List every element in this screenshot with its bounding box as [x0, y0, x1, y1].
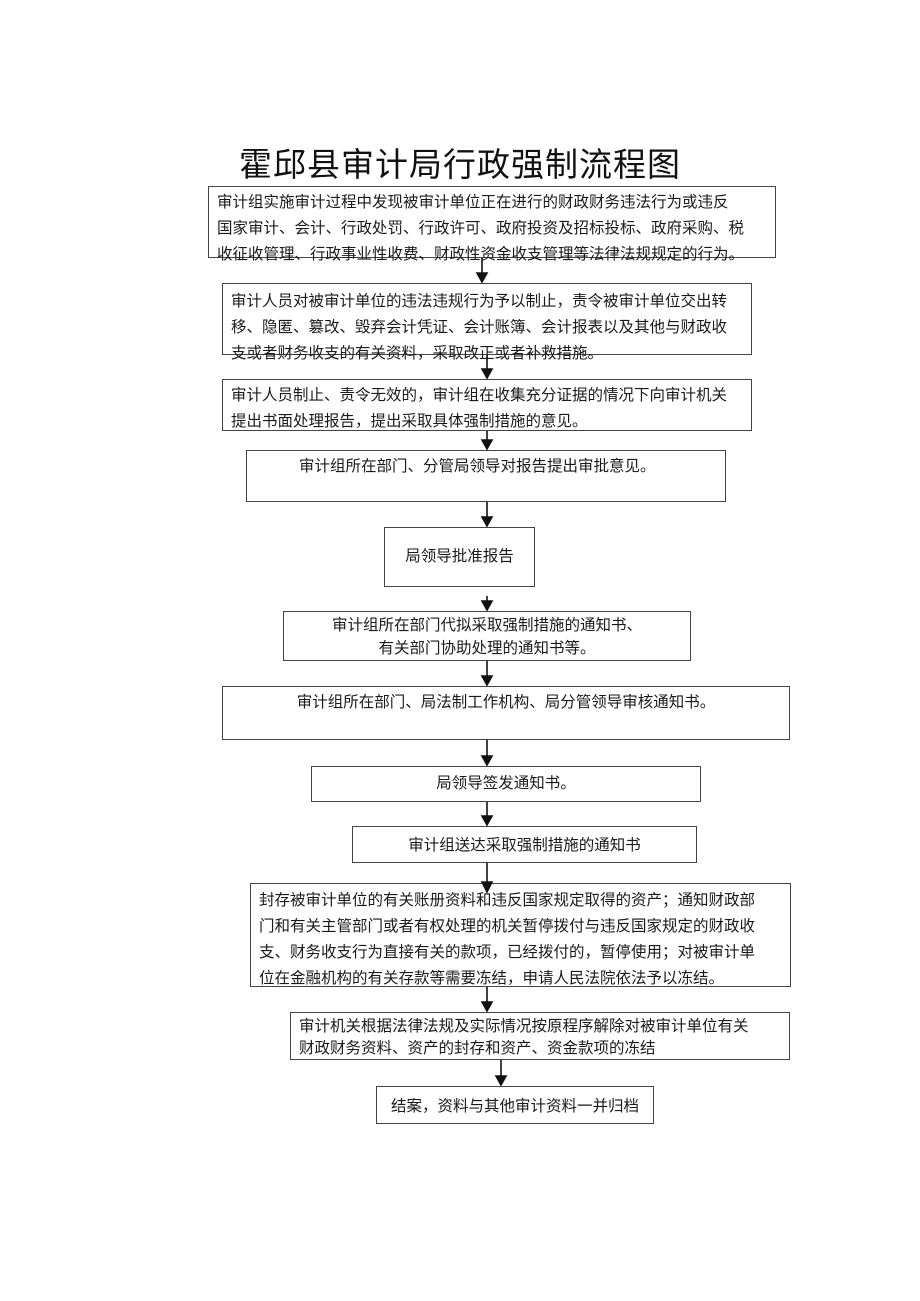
- step-4-line-1: 审计组所在部门、分管局领导对报告提出审批意见。: [299, 457, 656, 475]
- arrow-11-12: [494, 1060, 508, 1087]
- step-10-line-3: 支、财务收支行为直接有关的款项，已经拨付的，暂停使用；对被审计单: [259, 943, 756, 961]
- step-11-line-1: 审计机关根据法律法规及实际情况按原程序解除对被审计单位有关: [299, 1017, 749, 1035]
- step-10-line-4: 位在金融机构的有关存款等需要冻结，申请人民法院依法予以冻结。: [259, 969, 725, 987]
- step-1-line-3: 收征收管理、行政事业性收费、财政性资金收支管理等法律法规规定的行为。: [217, 245, 745, 263]
- step-9-line-1: 审计组送达采取强制措施的通知书: [408, 836, 641, 854]
- step-3-box: 审计人员制止、责令无效的，审计组在收集充分证据的情况下向审计机关 提出书面处理报…: [222, 379, 752, 431]
- step-5-box: 局领导批准报告: [384, 527, 535, 587]
- step-12-box: 结案，资料与其他审计资料一并归档: [376, 1086, 654, 1124]
- step-10-line-1: 封存被审计单位的有关账册资料和违反国家规定取得的资产；通知财政部: [259, 891, 756, 909]
- step-2-line-3: 支或者财务收支的有关资料，采取改正或者补救措施。: [231, 344, 604, 362]
- step-10-box: 封存被审计单位的有关账册资料和违反国家规定取得的资产；通知财政部 门和有关主管部…: [250, 883, 791, 987]
- step-2-line-1: 审计人员对被审计单位的违法违规行为予以制止，责令被审计单位交出转: [231, 292, 728, 310]
- step-3-line-2: 提出书面处理报告，提出采取具体强制措施的意见。: [231, 412, 588, 430]
- step-1-line-2: 国家审计、会计、行政处罚、行政许可、政府投资及招标投标、政府采购、税: [217, 219, 745, 237]
- arrow-5-6: [480, 596, 494, 612]
- arrow-7-8: [480, 740, 494, 767]
- step-2-line-2: 移、隐匿、篡改、毁弃会计凭证、会计账簿、会计报表以及其他与财政收: [231, 318, 728, 336]
- step-4-box: 审计组所在部门、分管局领导对报告提出审批意见。: [246, 450, 726, 502]
- step-11-box: 审计机关根据法律法规及实际情况按原程序解除对被审计单位有关 财政财务资料、资产的…: [290, 1012, 790, 1060]
- step-2-box: 审计人员对被审计单位的违法违规行为予以制止，责令被审计单位交出转 移、隐匿、篡改…: [222, 283, 752, 362]
- step-5-line-1: 局领导批准报告: [405, 547, 514, 565]
- step-3-line-1: 审计人员制止、责令无效的，审计组在收集充分证据的情况下向审计机关: [231, 386, 728, 404]
- step-7-box: 审计组所在部门、局法制工作机构、局分管领导审核通知书。: [222, 686, 790, 740]
- step-1-line-1: 审计组实施审计过程中发现被审计单位正在进行的财政财务违法行为或违反: [217, 193, 729, 211]
- step-11-line-2: 财政财务资料、资产的封存和资产、资金款项的冻结: [299, 1039, 656, 1057]
- step-1-box: 审计组实施审计过程中发现被审计单位正在进行的财政财务违法行为或违反 国家审计、会…: [208, 186, 776, 263]
- step-8-line-1: 局领导签发通知书。: [436, 774, 576, 792]
- step-7-line-1: 审计组所在部门、局法制工作机构、局分管领导审核通知书。: [296, 693, 716, 711]
- step-6-box: 审计组所在部门代拟采取强制措施的通知书、 有关部门协助处理的通知书等。: [283, 611, 691, 661]
- step-8-box: 局领导签发通知书。: [311, 766, 701, 802]
- page-title: 霍邱县审计局行政强制流程图: [239, 145, 681, 184]
- arrow-10-11: [480, 987, 494, 1013]
- arrow-6-7: [480, 661, 494, 687]
- step-9-box: 审计组送达采取强制措施的通知书: [352, 826, 697, 863]
- arrow-4-5: [480, 502, 494, 528]
- arrow-8-9: [480, 802, 494, 827]
- step-12-line-1: 结案，资料与其他审计资料一并归档: [390, 1097, 639, 1115]
- arrow-9-10: [480, 863, 494, 894]
- step-6-line-2: 有关部门协助处理的通知书等。: [378, 639, 596, 657]
- arrow-2-3: [480, 355, 494, 380]
- arrow-3-4: [480, 431, 494, 451]
- step-10-line-2: 门和有关主管部门或者有权处理的机关暂停拨付与违反国家规定的财政收: [259, 917, 756, 935]
- step-6-line-1: 审计组所在部门代拟采取强制措施的通知书、: [331, 616, 642, 634]
- arrow-1-2: [475, 258, 489, 284]
